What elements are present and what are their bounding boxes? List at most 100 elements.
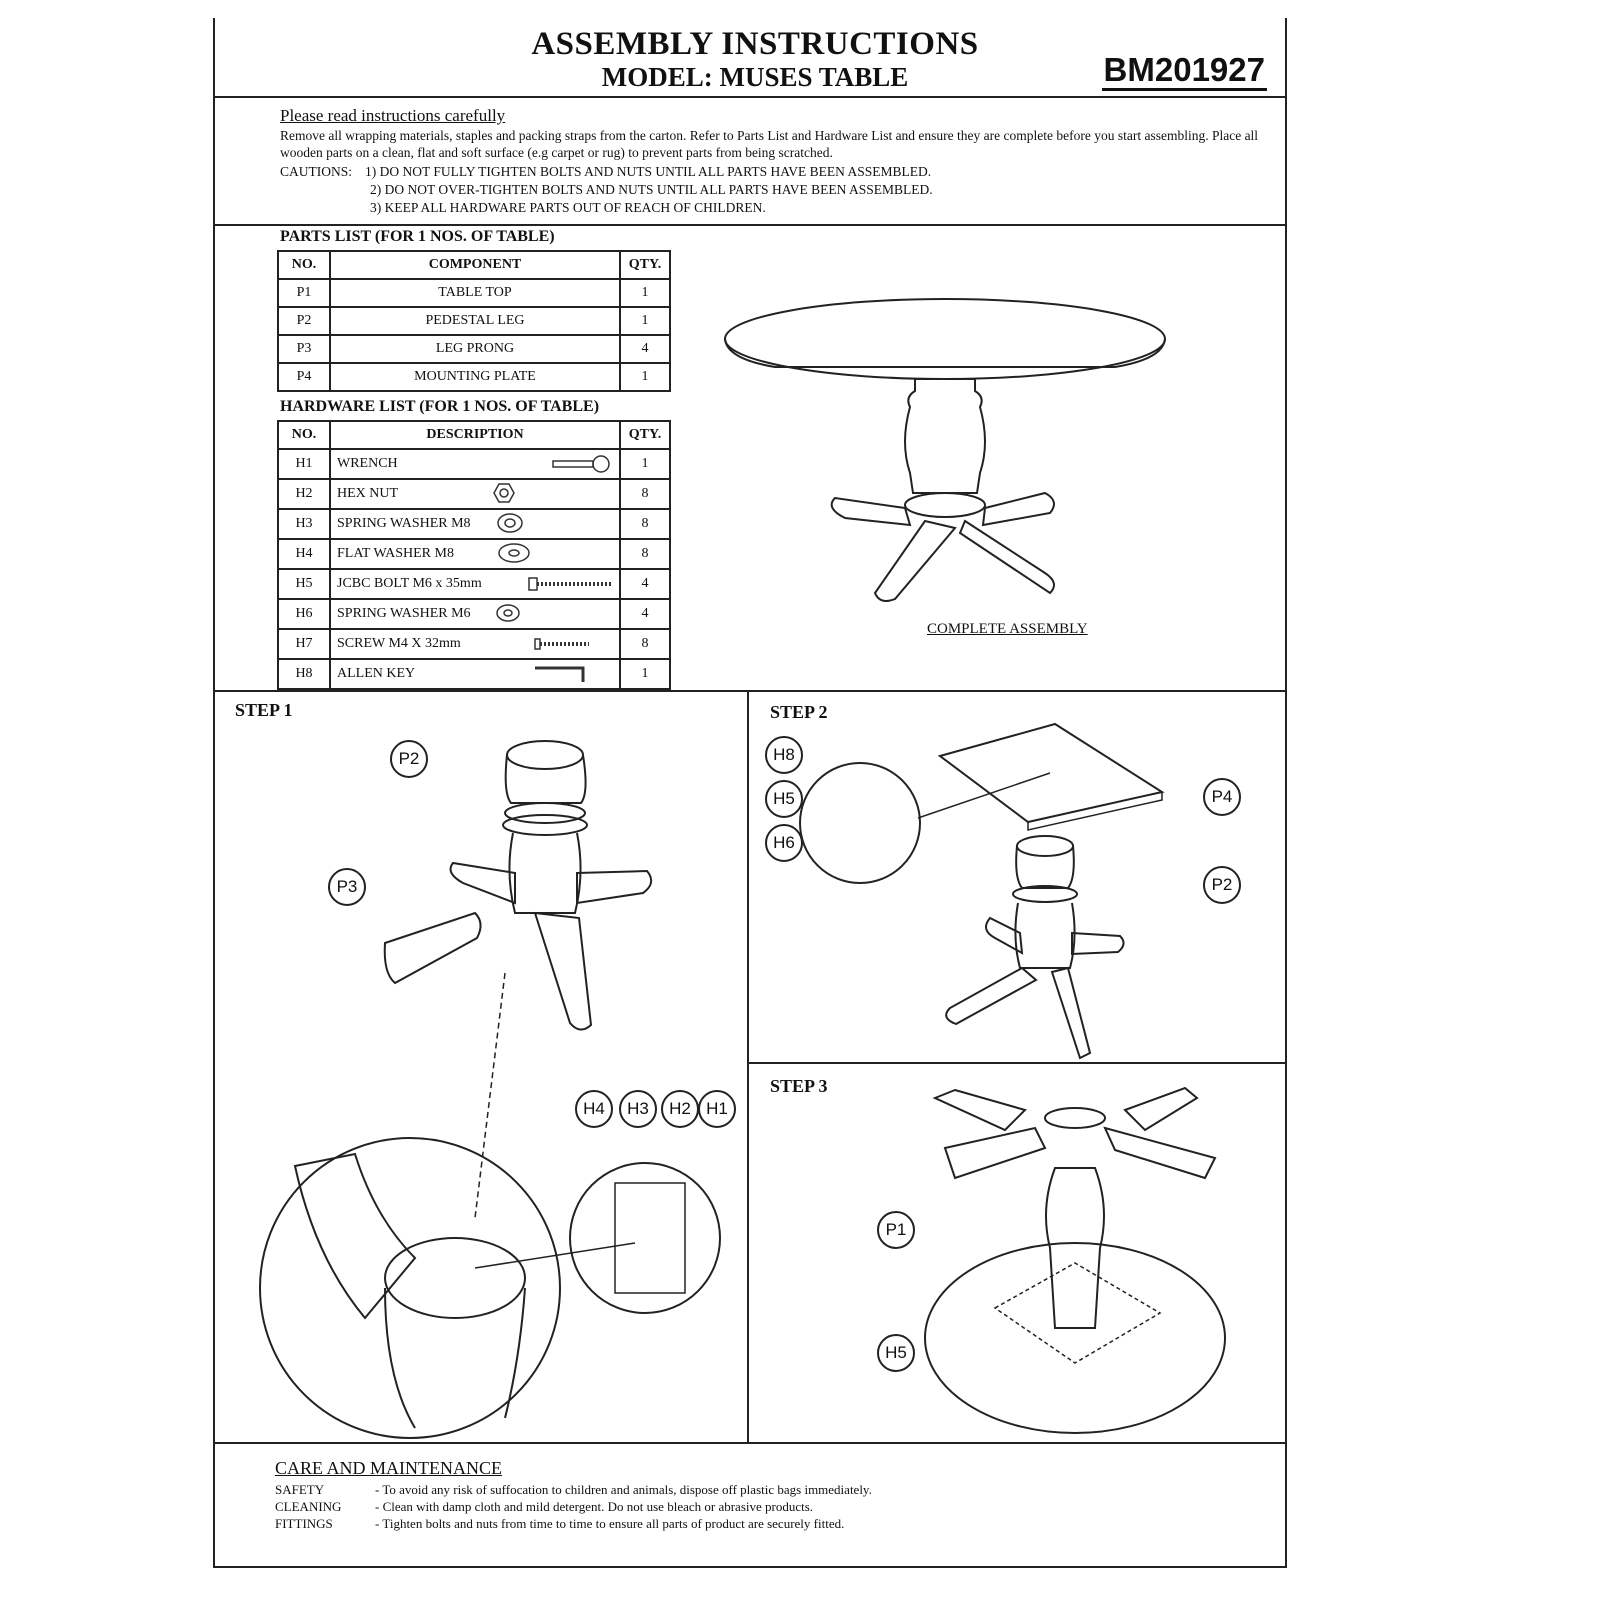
parts-list-title: PARTS LIST (FOR 1 NOS. OF TABLE) bbox=[280, 228, 555, 245]
care-text: - Tighten bolts and nuts from time to ti… bbox=[375, 1516, 845, 1531]
care-divider bbox=[215, 1442, 1285, 1444]
callout-p2-step2: P2 bbox=[1203, 866, 1241, 904]
hardware-number: H3 bbox=[277, 508, 331, 540]
column-header: NO. bbox=[277, 250, 331, 280]
caution-1: 1) DO NOT FULLY TIGHTEN BOLTS AND NUTS U… bbox=[365, 164, 932, 179]
step1-leg-illustration bbox=[383, 740, 653, 1031]
part-qty: 1 bbox=[619, 306, 671, 336]
care-text: - To avoid any risk of suffocation to ch… bbox=[375, 1482, 872, 1497]
part-qty: 4 bbox=[619, 334, 671, 364]
screw-icon bbox=[534, 638, 589, 650]
table-row: H1 WRENCH 1 bbox=[277, 448, 671, 480]
part-number: P3 bbox=[277, 334, 331, 364]
step1-label: STEP 1 bbox=[235, 700, 293, 720]
steps-divider bbox=[215, 690, 1285, 692]
hardware-label: ALLEN KEY bbox=[337, 666, 416, 681]
table-row: P4 MOUNTING PLATE 1 bbox=[277, 362, 671, 392]
hardware-qty: 4 bbox=[619, 568, 671, 600]
table-row: H5 JCBC BOLT M6 x 35mm 4 bbox=[277, 568, 671, 600]
callout-h3: H3 bbox=[619, 1090, 657, 1128]
hardware-number: H5 bbox=[277, 568, 331, 600]
part-component: MOUNTING PLATE bbox=[329, 362, 621, 392]
step2-step3-divider bbox=[747, 1062, 1285, 1064]
hardware-number: H1 bbox=[277, 448, 331, 480]
hardware-description: SCREW M4 X 32mm bbox=[329, 628, 621, 660]
wrench-icon bbox=[552, 455, 610, 473]
hardware-description: ALLEN KEY bbox=[329, 658, 621, 690]
intro-divider bbox=[215, 224, 1285, 226]
step2-illustration bbox=[799, 722, 1165, 1060]
hardware-number: H4 bbox=[277, 538, 331, 570]
step3-label: STEP 3 bbox=[770, 1076, 828, 1096]
allen-key-icon bbox=[535, 666, 585, 682]
hardware-label: SPRING WASHER M8 bbox=[337, 516, 471, 531]
hardware-number: H7 bbox=[277, 628, 331, 660]
table-row: H8 ALLEN KEY 1 bbox=[277, 658, 671, 690]
column-header: COMPONENT bbox=[329, 250, 621, 280]
bolt-icon bbox=[528, 577, 613, 591]
callout-p4: P4 bbox=[1203, 778, 1241, 816]
parts-table: NO. COMPONENT QTY. P1 TABLE TOP 1 P2 PED… bbox=[277, 250, 671, 392]
hardware-qty: 8 bbox=[619, 538, 671, 570]
intro-text: Remove all wrapping materials, staples a… bbox=[280, 128, 1259, 160]
spring-washer-icon bbox=[496, 604, 520, 622]
step3-illustration bbox=[924, 1086, 1226, 1434]
hardware-number: H8 bbox=[277, 658, 331, 690]
hardware-label: SCREW M4 X 32mm bbox=[337, 636, 461, 651]
table-header-row: NO. DESCRIPTION QTY. bbox=[277, 420, 671, 450]
table-row: H6 SPRING WASHER M6 4 bbox=[277, 598, 671, 630]
table-row: H2 HEX NUT 8 bbox=[277, 478, 671, 510]
hardware-qty: 8 bbox=[619, 508, 671, 540]
spring-washer-icon bbox=[497, 513, 523, 533]
hardware-description: FLAT WASHER M8 bbox=[329, 538, 621, 570]
care-heading: CARE AND MAINTENANCE bbox=[275, 1458, 502, 1478]
hardware-description: HEX NUT bbox=[329, 478, 621, 510]
part-qty: 1 bbox=[619, 278, 671, 308]
hardware-description: SPRING WASHER M8 bbox=[329, 508, 621, 540]
hardware-list-title: HARDWARE LIST (FOR 1 NOS. OF TABLE) bbox=[280, 398, 600, 415]
callout-h1: H1 bbox=[698, 1090, 736, 1128]
column-header: NO. bbox=[277, 420, 331, 450]
table-row: P1 TABLE TOP 1 bbox=[277, 278, 671, 308]
callout-h8: H8 bbox=[765, 736, 803, 774]
part-component: LEG PRONG bbox=[329, 334, 621, 364]
hardware-table: NO. DESCRIPTION QTY. H1 WRENCH 1 H2 HEX … bbox=[277, 420, 671, 690]
caution-3: 3) KEEP ALL HARDWARE PARTS OUT OF REACH … bbox=[370, 200, 766, 215]
document-title: ASSEMBLY INSTRUCTIONS bbox=[531, 26, 979, 62]
callout-h4: H4 bbox=[575, 1090, 613, 1128]
hardware-description: WRENCH bbox=[329, 448, 621, 480]
flat-washer-icon bbox=[498, 543, 530, 563]
part-number: P1 bbox=[277, 278, 331, 308]
hardware-number: H6 bbox=[277, 598, 331, 630]
hex-nut-icon bbox=[493, 483, 515, 503]
table-row: P2 PEDESTAL LEG 1 bbox=[277, 306, 671, 336]
table-row: P3 LEG PRONG 4 bbox=[277, 334, 671, 364]
hardware-qty: 4 bbox=[619, 598, 671, 630]
header-divider bbox=[215, 96, 1285, 98]
hardware-qty: 8 bbox=[619, 628, 671, 660]
callout-h6: H6 bbox=[765, 824, 803, 862]
complete-assembly-caption: COMPLETE ASSEMBLY bbox=[927, 621, 1088, 637]
table-row: H7 SCREW M4 X 32mm 8 bbox=[277, 628, 671, 660]
table-row: H3 SPRING WASHER M8 8 bbox=[277, 508, 671, 540]
sheet-bottom-border bbox=[215, 1566, 1285, 1568]
hardware-label: WRENCH bbox=[337, 456, 398, 471]
part-number: P4 bbox=[277, 362, 331, 392]
callout-h5-step3: H5 bbox=[877, 1334, 915, 1372]
hardware-qty: 8 bbox=[619, 478, 671, 510]
hardware-description: JCBC BOLT M6 x 35mm bbox=[329, 568, 621, 600]
instruction-sheet: ASSEMBLY INSTRUCTIONS MODEL: MUSES TABLE… bbox=[213, 18, 1287, 1568]
hardware-qty: 1 bbox=[619, 448, 671, 480]
hardware-number: H2 bbox=[277, 478, 331, 510]
hardware-label: HEX NUT bbox=[337, 486, 399, 501]
hardware-qty: 1 bbox=[619, 658, 671, 690]
complete-assembly-illustration bbox=[724, 298, 1166, 602]
table-row: H4 FLAT WASHER M8 8 bbox=[277, 538, 671, 570]
part-number: P2 bbox=[277, 306, 331, 336]
model-name: MODEL: MUSES TABLE bbox=[601, 62, 909, 92]
hardware-label: FLAT WASHER M8 bbox=[337, 546, 454, 561]
care-key: CLEANING bbox=[275, 1499, 342, 1514]
care-text: - Clean with damp cloth and mild deterge… bbox=[375, 1499, 814, 1514]
caution-2: 2) DO NOT OVER-TIGHTEN BOLTS AND NUTS UN… bbox=[370, 182, 933, 197]
callout-h2: H2 bbox=[661, 1090, 699, 1128]
